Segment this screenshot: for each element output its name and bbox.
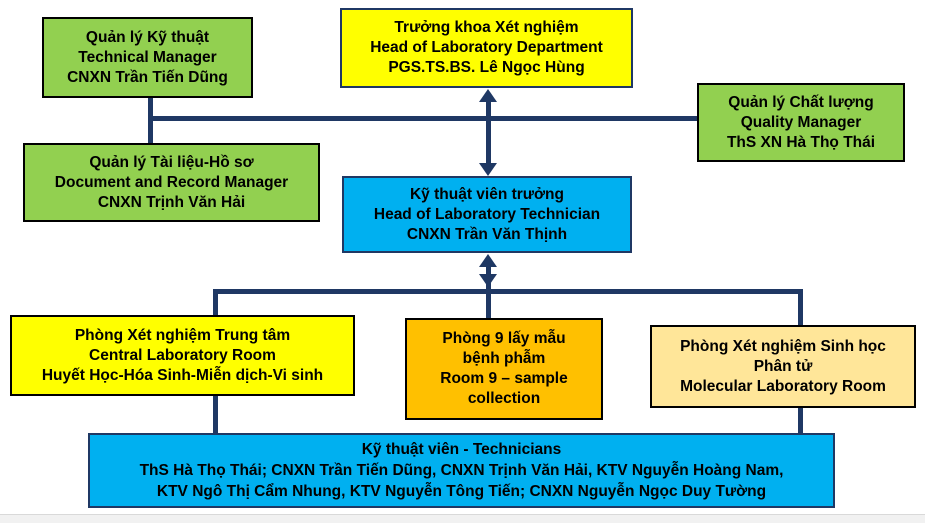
box-line: CNXN Trần Văn Thịnh — [406, 225, 568, 243]
connector-technical-manager-drop — [148, 98, 153, 144]
box-line: Head of Laboratory Department — [370, 39, 603, 56]
org-box-quality-manager: Quản lý Chất lượng Quality Manager ThS X… — [697, 83, 905, 162]
box-line: CNXN Trần Tiến Dũng — [67, 68, 228, 86]
box-line: Head of Laboratory Technician — [373, 205, 601, 223]
box-line: Technical Manager — [78, 48, 217, 66]
box-line: KTV Ngô Thị Cẩm Nhung, KTV Nguyễn Tông T… — [156, 483, 767, 500]
connector-molecular-to-technicians — [798, 407, 803, 434]
box-line: Molecular Laboratory Room — [680, 377, 886, 395]
box-line: Trưởng khoa Xét nghiệm — [394, 19, 579, 36]
box-line: Huyết Học-Hóa Sinh-Miễn dịch-Vi sinh — [41, 366, 324, 384]
org-box-central-laboratory-room: Phòng Xét nghiệm Trung tâm Central Labor… — [10, 315, 355, 396]
box-line: Kỹ thuật viên trưởng — [409, 185, 564, 203]
box-line: PGS.TS.BS. Lê Ngọc Hùng — [388, 59, 585, 76]
box-line: Document and Record Manager — [54, 173, 289, 191]
connector-left-corner-drop — [213, 289, 218, 316]
box-line: ThS XN Hà Thọ Thái — [726, 133, 876, 151]
box-line: Phòng Xét nghiệm Sinh học — [680, 337, 886, 355]
bottom-edge-strip — [0, 514, 925, 523]
arrowhead-down-icon — [479, 274, 497, 287]
box-line: Quản lý Tài liệu-Hồ sơ — [89, 153, 254, 171]
box-line: Quản lý Kỹ thuật — [85, 28, 210, 46]
arrow-shaft — [486, 99, 491, 166]
connector-double-arrow-head-technician-to-rooms — [479, 254, 498, 318]
box-line: collection — [467, 390, 541, 407]
connector-central-lab-to-technicians — [213, 395, 218, 434]
arrowhead-down-icon — [479, 163, 497, 176]
org-box-head-of-laboratory-technician: Kỹ thuật viên trưởng Head of Laboratory … — [342, 176, 632, 253]
connector-right-corner-drop — [798, 289, 803, 326]
box-line: CNXN Trịnh Văn Hải — [97, 193, 246, 211]
box-line: Phòng Xét nghiệm Trung tâm — [74, 326, 291, 344]
org-box-head-of-laboratory-department: Trưởng khoa Xét nghiệm Head of Laborator… — [340, 8, 633, 88]
box-line: Central Laboratory Room — [89, 346, 276, 364]
box-line: bệnh phẫm — [462, 350, 546, 367]
box-line: ThS Hà Thọ Thái; CNXN Trần Tiến Dũng, CN… — [139, 462, 784, 479]
arrowhead-up-icon — [479, 89, 497, 102]
box-line: Phân tử — [753, 357, 813, 375]
org-box-molecular-laboratory-room: Phòng Xét nghiệm Sinh học Phân tử Molecu… — [650, 325, 916, 408]
org-box-room9-sample-collection: Phòng 9 lấy mẫu bệnh phẫm Room 9 – sampl… — [405, 318, 603, 420]
box-line: Quản lý Chất lượng — [728, 93, 874, 111]
box-line: Room 9 – sample — [440, 370, 568, 387]
org-box-technicians: Kỹ thuật viên - Technicians ThS Hà Thọ T… — [88, 433, 835, 508]
box-line: Kỹ thuật viên - Technicians — [361, 441, 562, 458]
org-box-technical-manager: Quản lý Kỹ thuật Technical Manager CNXN … — [42, 17, 253, 98]
connector-bottom-horizontal-line — [213, 289, 803, 294]
org-box-document-record-manager: Quản lý Tài liệu-Hồ sơ Document and Reco… — [23, 143, 320, 222]
connector-top-horizontal-line — [148, 116, 699, 121]
connector-double-arrow-head-dept-to-head-technician — [479, 89, 498, 176]
box-line: Phòng 9 lấy mẫu — [442, 330, 566, 347]
box-line: Quality Manager — [740, 113, 862, 131]
